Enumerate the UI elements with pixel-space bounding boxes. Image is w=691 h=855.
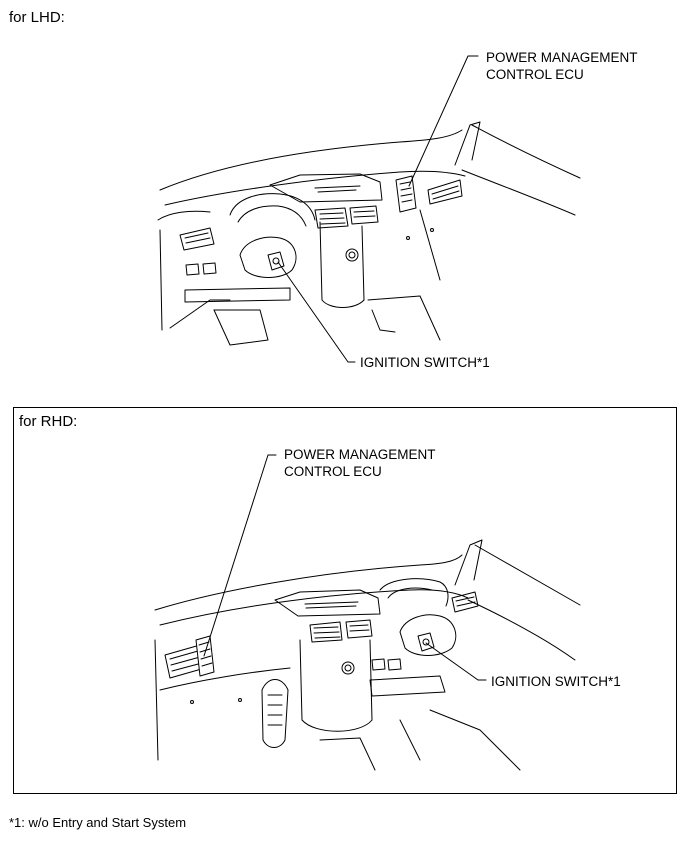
rhd-header: for RHD: [19, 413, 78, 430]
rhd-ecu-label-line1: POWER MANAGEMENT [284, 447, 436, 462]
rhd-ignition-switch-label: IGNITION SWITCH*1 [491, 674, 621, 689]
lhd-ecu-label-line2: CONTROL ECU [486, 67, 584, 82]
lhd-ecu-label-line1: POWER MANAGEMENT [486, 50, 638, 65]
rhd-ecu-label-line2: CONTROL ECU [284, 464, 382, 479]
lhd-ignition-switch-label: IGNITION SWITCH*1 [360, 355, 490, 370]
lhd-header: for LHD: [9, 9, 65, 26]
lhd-dashboard-illustration [157, 55, 581, 363]
rhd-frame [13, 407, 677, 794]
footnote: *1: w/o Entry and Start System [9, 815, 187, 830]
